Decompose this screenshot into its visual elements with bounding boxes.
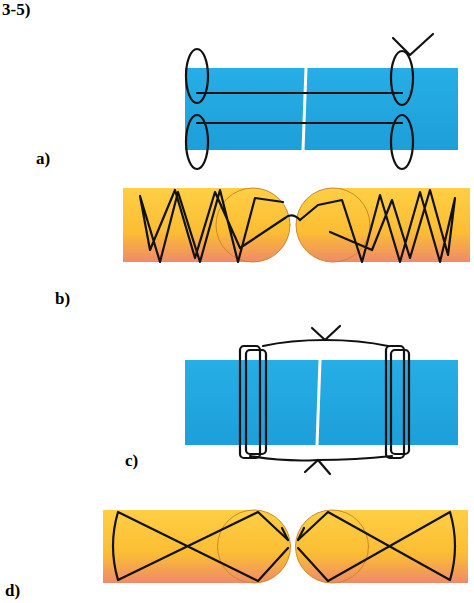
figure-number: 3-5) <box>2 1 30 18</box>
panel-label: b) <box>55 290 70 307</box>
panel-label: a) <box>36 150 50 167</box>
panel-label: c) <box>125 452 138 469</box>
panel-label: d) <box>5 582 20 599</box>
tendon <box>185 68 458 150</box>
